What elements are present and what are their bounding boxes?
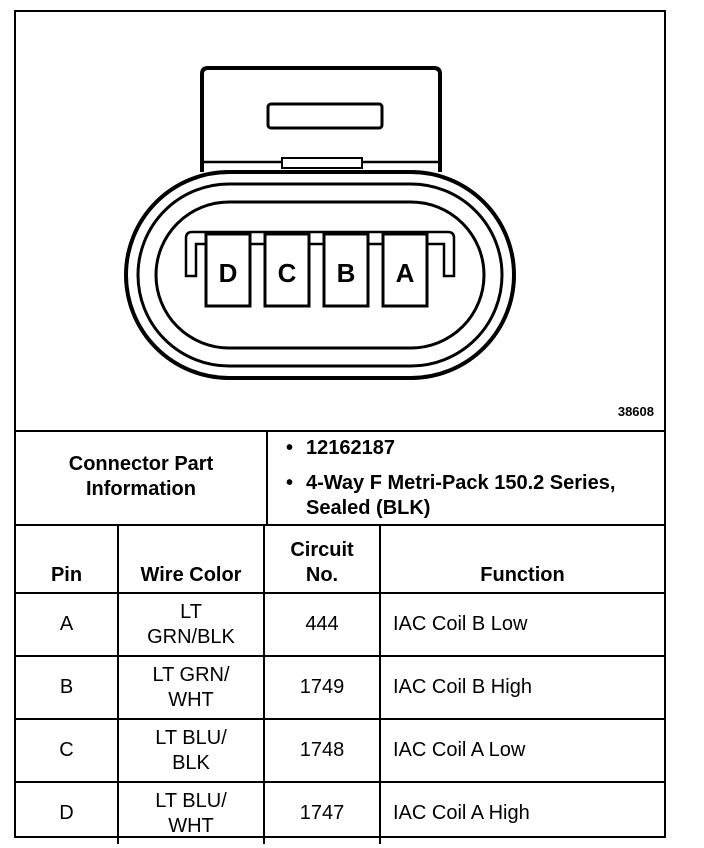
header-circuit: Circuit No. [263,524,381,594]
connector-key-notch [281,157,363,169]
pin-cell: A [16,592,119,657]
connector-lock-housing [200,66,442,172]
part-number: 12162187 [306,437,395,459]
table-row: D LT BLU/ WHT 1747 IAC Coil A High [16,781,664,844]
table-row: B LT GRN/ WHT 1749 IAC Coil B High [16,655,664,720]
connector-outer-shell [124,170,516,380]
header-pin: Pin [16,524,119,594]
function-cell: IAC Coil B Low [379,592,664,657]
connector-info-label: Connector Part Information [68,453,214,500]
wire-color-text: LT GRN/BLK [147,600,235,648]
pin-cavity-d [204,232,252,308]
circuit-cell: 1748 [263,718,381,783]
wire-color-text: LT GRN/ WHT [152,663,230,711]
pin-label-c: C [278,258,297,288]
connector-diagram: D C B A 38608 [16,12,664,432]
pin-cavity-a [381,232,429,308]
circuit-cell: 444 [263,592,381,657]
pin-cavity-c [263,232,311,308]
wire-color-cell: LT GRN/BLK [117,592,265,657]
wire-color-text: LT BLU/ WHT [155,789,227,837]
connector-lock-tab [266,102,384,130]
function-cell: IAC Coil A Low [379,718,664,783]
connector-type: 4-Way F Metri-Pack 150.2 Series, Sealed … [306,472,616,519]
bullet-icon: • [286,437,294,459]
connector-part-info: Connector Part Information • 12162187 • … [16,430,664,526]
wire-color-text: LT BLU/ BLK [155,726,227,774]
pin-cell: B [16,655,119,720]
circuit-cell: 1749 [263,655,381,720]
table-row: C LT BLU/ BLK 1748 IAC Coil A Low [16,718,664,783]
wire-color-cell: LT BLU/ WHT [117,781,265,844]
bullet-icon: • [286,472,294,494]
circuit-cell: 1747 [263,781,381,844]
function-cell: IAC Coil B High [379,655,664,720]
wire-color-cell: LT GRN/ WHT [117,655,265,720]
wire-color-cell: LT BLU/ BLK [117,718,265,783]
header-wire-color: Wire Color [117,524,265,594]
connector-seal-ring [136,182,504,368]
pin-cell: C [16,718,119,783]
header-circuit-text: Circuit No. [290,539,354,586]
pinout-header-row: Pin Wire Color Circuit No. Function [16,524,664,594]
pin-label-a: A [396,258,415,288]
pin-label-d: D [219,258,238,288]
connector-cavity-frame [184,230,456,278]
connector-info-list: • 12162187 • 4-Way F Metri-Pack 150.2 Se… [268,430,664,524]
part-number-item: • 12162187 [286,436,395,461]
pin-cell: D [16,781,119,844]
function-cell: IAC Coil A High [379,781,664,844]
connector-inner-face [154,200,486,350]
header-function: Function [379,524,664,594]
figure-id: 38608 [617,404,654,419]
pin-label-b: B [337,258,356,288]
connector-info-label-cell: Connector Part Information [16,430,268,524]
pin-cavity-b [322,232,370,308]
connector-type-item: • 4-Way F Metri-Pack 150.2 Series, Seale… [286,471,646,521]
table-row: A LT GRN/BLK 444 IAC Coil B Low [16,592,664,657]
pinout-table: Pin Wire Color Circuit No. Function A LT… [16,524,664,844]
